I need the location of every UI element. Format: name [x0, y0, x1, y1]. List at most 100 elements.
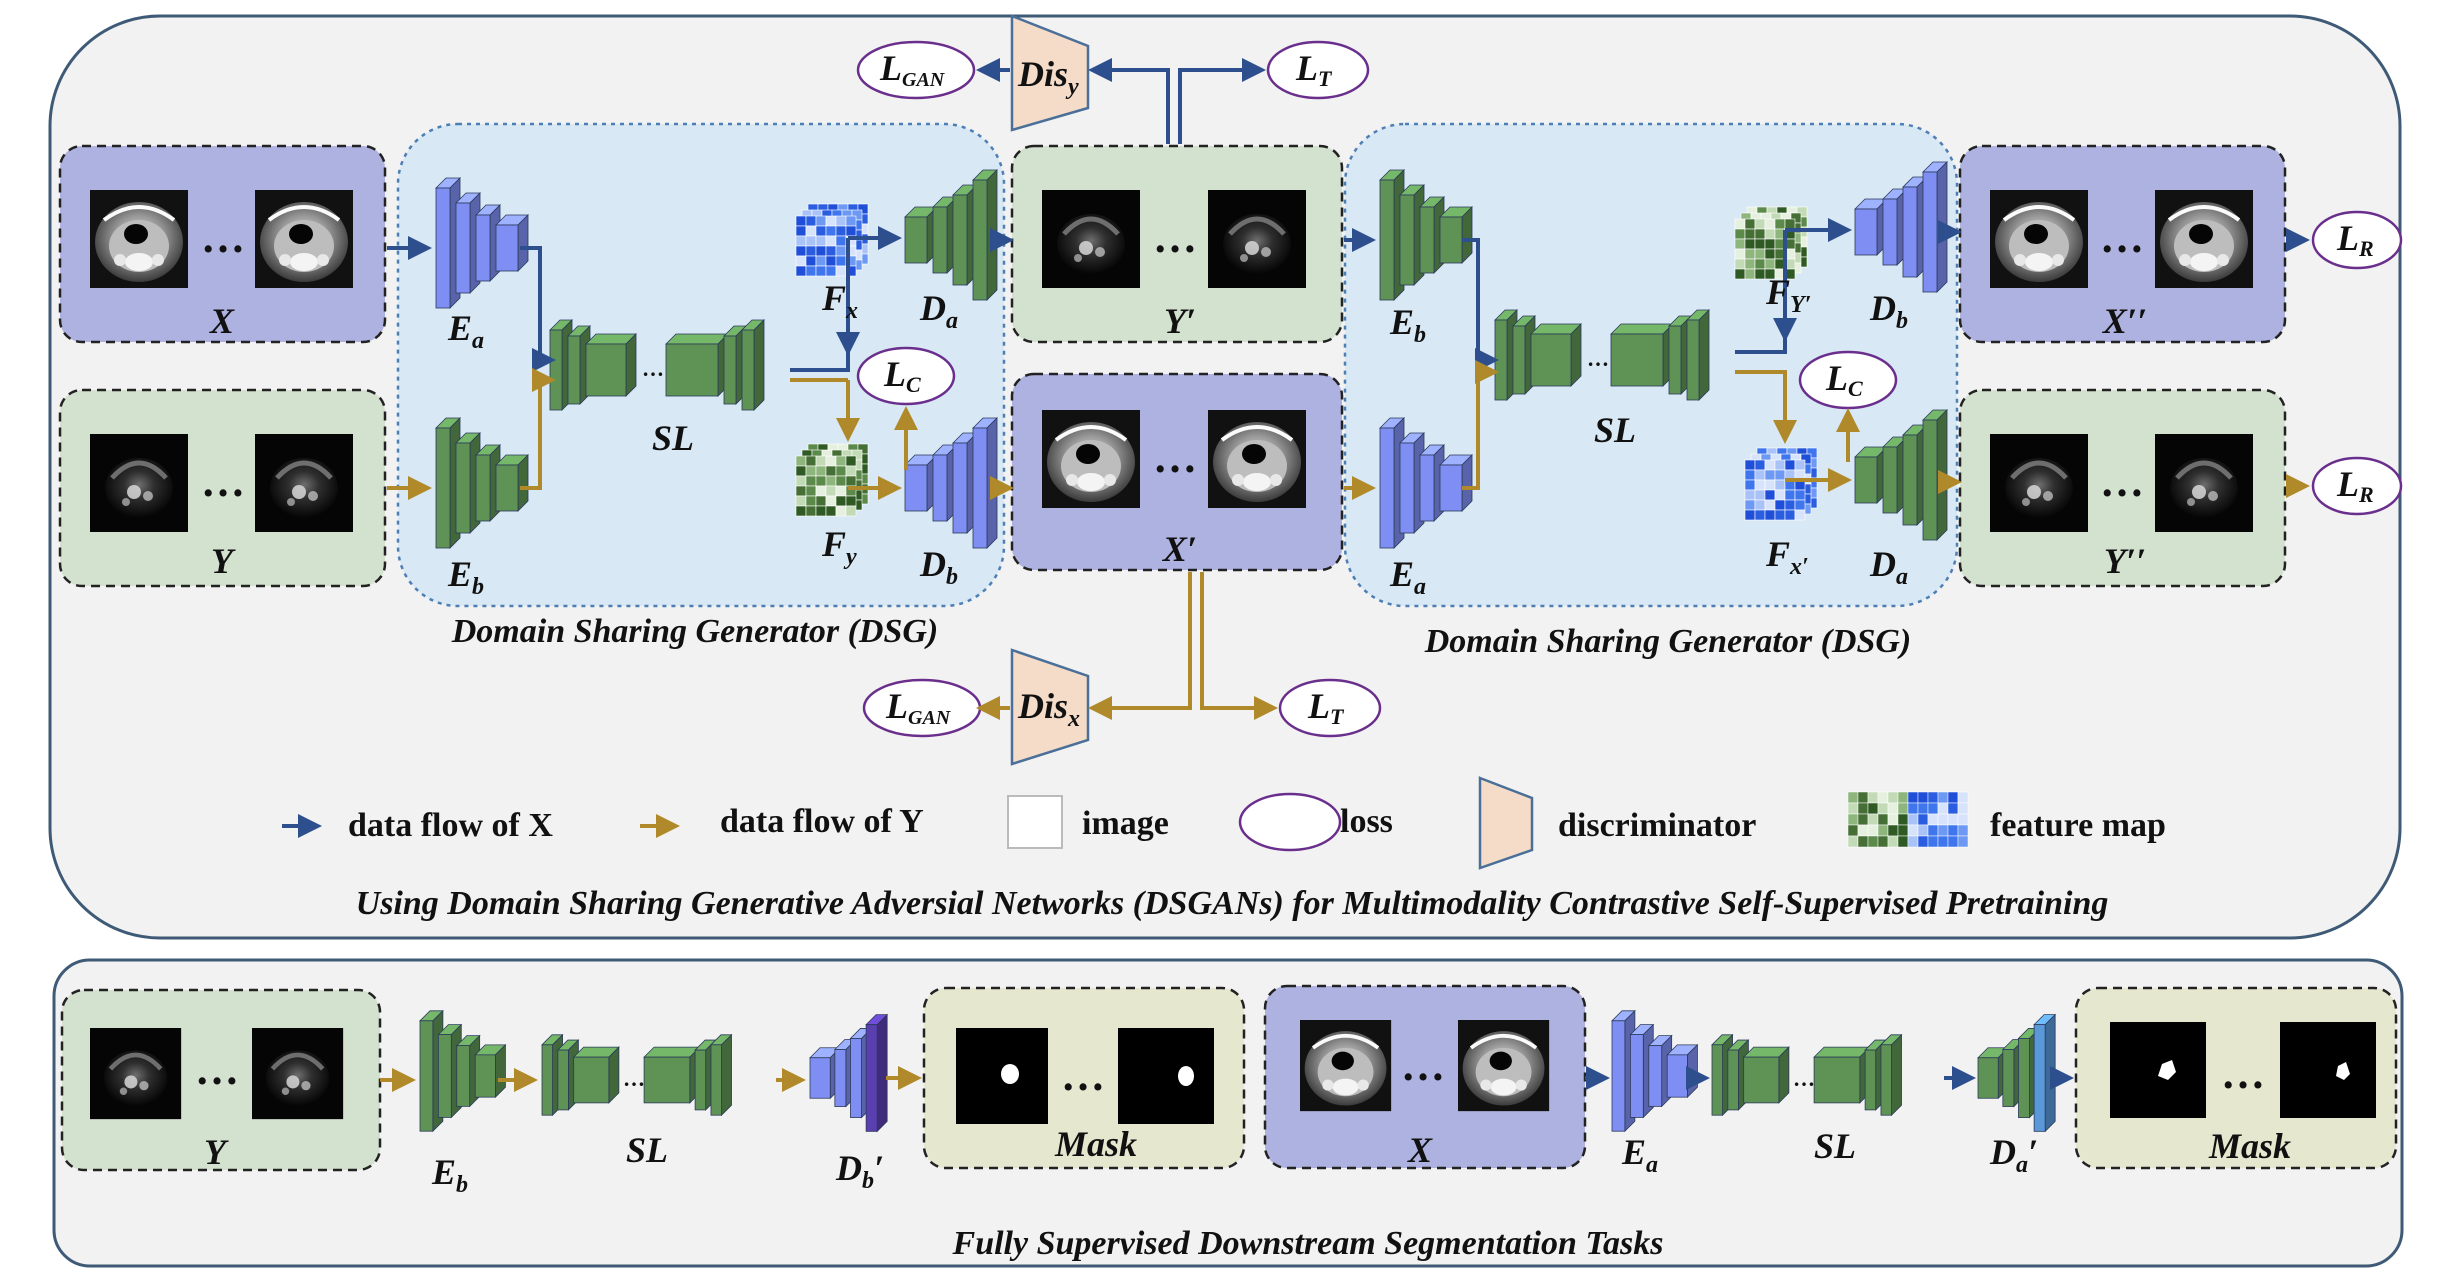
- bottom-flow-arrows: [380, 1066, 2074, 1092]
- label-fx: Fx: [821, 278, 858, 324]
- bottom-decoder-db-prime: [809, 1013, 889, 1133]
- feature-map-fy: [795, 443, 869, 517]
- bottom-label-da-prime: Da′: [1989, 1132, 2038, 1178]
- label-da-right: Da: [1869, 544, 1908, 590]
- legend-image-swatch: [1007, 795, 1063, 849]
- ct-thumbnail: [1458, 1020, 1550, 1112]
- ellipsis-text: …: [1153, 433, 1197, 482]
- ellipsis-text: …: [2100, 213, 2144, 262]
- legend-discriminator-swatch: [1478, 776, 1534, 870]
- mask-thumbnail: [1118, 1028, 1214, 1124]
- svg-text:Disy: Disy: [1017, 54, 1079, 100]
- bottom-label-sl-right: SL: [1814, 1126, 1856, 1166]
- image-box-y: … Y: [58, 388, 387, 588]
- loss-lr-bottom: LR: [2311, 456, 2403, 516]
- bottom-mask-box-left: … Mask: [922, 986, 1246, 1170]
- svg-text:LR: LR: [2336, 464, 2374, 507]
- loss-lgan-bottom: LGAN: [862, 678, 982, 738]
- label-db-left: Db: [919, 544, 958, 590]
- image-box-x-rec: … X′′: [1958, 144, 2287, 344]
- decoder-db-right: [1854, 161, 1948, 293]
- legend-discriminator: discriminator: [1558, 807, 1756, 844]
- label-da-left: Da: [919, 288, 958, 334]
- pet-thumbnail: [1208, 190, 1306, 288]
- legend-flow-y: data flow of Y: [720, 803, 924, 840]
- ct-thumbnail: [1042, 410, 1140, 508]
- legend: data flow of X data flow of Y image loss…: [282, 776, 2166, 870]
- mask-label-right: Mask: [2208, 1126, 2291, 1166]
- label-fy: Fy: [821, 524, 857, 570]
- legend-feature-map-swatch: [1847, 791, 1969, 848]
- feature-map-fx-prime: [1744, 447, 1818, 521]
- label-fx-prime: Fx′: [1765, 534, 1809, 580]
- dis-y-sub: y: [1065, 74, 1079, 100]
- label-fy-prime: FY′: [1765, 272, 1811, 318]
- label-db-right: Db: [1869, 288, 1908, 334]
- decoder-db-left: [904, 417, 998, 549]
- discriminator-dis-x: Disx: [1010, 648, 1090, 766]
- bottom-label-eb: Eb: [431, 1152, 468, 1198]
- svg-text:LT: LT: [1307, 686, 1345, 729]
- image-box-y-rec: … Y′′: [1958, 388, 2287, 588]
- bottom-label-y: Y: [204, 1132, 229, 1172]
- data-flow-arrows: [387, 58, 2310, 720]
- svg-text:LR: LR: [2336, 218, 2374, 261]
- ellipsis-text: …: [1401, 1041, 1445, 1090]
- bottom-label-sl-left: SL: [626, 1130, 668, 1170]
- bottom-encoder-eb: [419, 1009, 507, 1133]
- svg-text:LC: LC: [883, 354, 921, 397]
- label-ea-left: Ea: [447, 308, 484, 354]
- ct-thumbnail: [1990, 190, 2088, 288]
- ellipsis-text: …: [1153, 213, 1197, 262]
- ellipsis-text: …: [1061, 1051, 1105, 1100]
- mask-thumbnail: [2110, 1022, 2206, 1118]
- mask-label-left: Mask: [1054, 1124, 1137, 1164]
- feature-map-fy-prime: [1734, 206, 1808, 280]
- encoder-ea-right: [1379, 417, 1473, 549]
- ct-thumbnail: [1208, 410, 1306, 508]
- label-x: X: [209, 301, 235, 341]
- caption-bottom-panel: Fully Supervised Downstream Segmentation…: [952, 1225, 1664, 1262]
- ellipsis-text: …: [2221, 1049, 2265, 1098]
- svg-text:Disx: Disx: [1017, 686, 1080, 732]
- pet-thumbnail: [255, 434, 353, 532]
- label-sl-right: SL: [1594, 410, 1636, 450]
- svg-text:…: …: [1587, 346, 1609, 371]
- loss-lt-bottom: LT: [1278, 678, 1382, 738]
- ellipsis-text: …: [2100, 457, 2144, 506]
- loss-lgan-top: LGAN: [856, 40, 976, 100]
- loss-lc-right: LC: [1798, 350, 1898, 410]
- label-x-rec: X′′: [2102, 301, 2147, 341]
- decoder-da-left: [904, 169, 998, 301]
- pet-thumbnail: [1042, 190, 1140, 288]
- legend-image: image: [1082, 805, 1169, 842]
- label-eb-left: Eb: [447, 554, 484, 600]
- bottom-image-box-x: … X: [1263, 984, 1587, 1170]
- bottom-image-box-y: … Y: [60, 988, 382, 1172]
- loss-lr-top: LR: [2311, 210, 2403, 270]
- decoder-da-right: [1854, 409, 1948, 541]
- caption-top-panel: Using Domain Sharing Generative Adversia…: [356, 885, 2109, 922]
- bottom-label-db-prime: Db′: [835, 1148, 884, 1194]
- bottom-encoder-ea: [1611, 1009, 1699, 1133]
- pet-thumbnail: [90, 434, 188, 532]
- label-eb-right: Eb: [1389, 302, 1426, 348]
- ct-thumbnail: [2155, 190, 2253, 288]
- dis-y-label: Dis: [1017, 54, 1068, 94]
- caption-dsg-right: Domain Sharing Generator (DSG): [1424, 623, 1911, 660]
- bottom-mask-box-right: … Mask: [2074, 986, 2398, 1170]
- svg-text:LC: LC: [1825, 358, 1863, 401]
- svg-text:…: …: [1793, 1066, 1815, 1091]
- loss-lt-top: LT: [1266, 40, 1370, 100]
- shared-layers-left: …: [549, 319, 765, 411]
- bottom-shared-layers-left: …: [541, 1033, 733, 1117]
- bottom-label-x: X: [1407, 1130, 1433, 1170]
- svg-text:LGAN: LGAN: [885, 686, 952, 729]
- image-box-y-prime: … Y′: [1010, 144, 1344, 344]
- discriminator-dis-y: Disy: [1010, 14, 1090, 132]
- label-y-prime: Y′: [1164, 301, 1196, 341]
- ct-thumbnail: [255, 190, 353, 288]
- dis-x-sub: x: [1067, 706, 1080, 732]
- label-y: Y: [211, 541, 236, 581]
